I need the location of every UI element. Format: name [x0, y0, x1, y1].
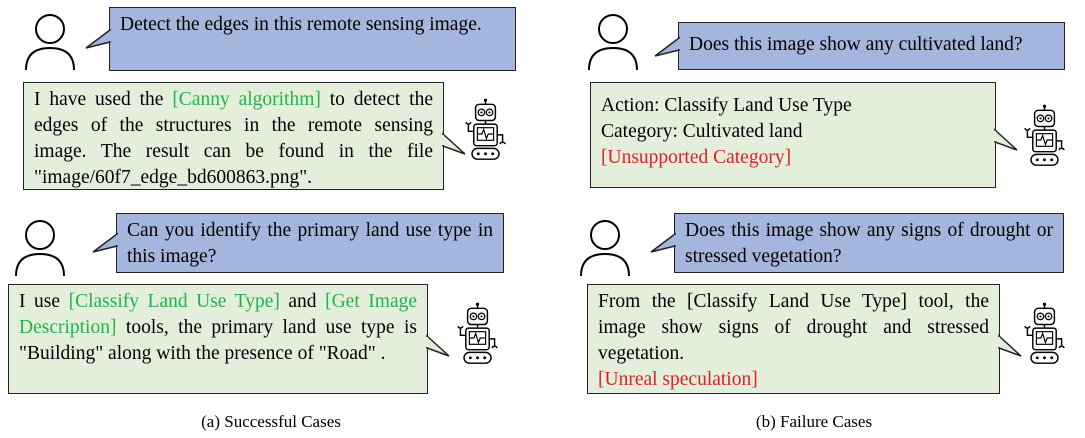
answer-segment: I use — [19, 291, 69, 312]
answer-bubble-tail — [425, 334, 450, 357]
question-bubble-tail — [650, 232, 677, 253]
person-outline-icon — [22, 12, 82, 72]
question-text: Can you identify the primary land use ty… — [127, 220, 493, 267]
answer-text: From the [Classify Land Use Type] tool, … — [598, 291, 989, 364]
robot-icon — [463, 98, 508, 170]
answer-bubble-tail — [997, 334, 1022, 357]
question-bubble: Detect the edges in this remote sensing … — [109, 7, 516, 71]
robot-icon — [455, 302, 500, 374]
question-text: Does this image show any signs of drough… — [685, 220, 1053, 267]
case-edge-detection: Detect the edges in this remote sensing … — [0, 0, 542, 190]
answer-bubble: From the [Classify Land Use Type] tool, … — [587, 284, 1000, 394]
tool-highlight: [Get Image Description] — [19, 291, 418, 338]
question-bubble-tail — [92, 232, 119, 253]
robot-icon — [1022, 104, 1067, 176]
case-cultivated-land: Does this image show any cultivated land… — [543, 0, 1085, 190]
panel-failure-cases: Does this image show any cultivated land… — [543, 0, 1085, 438]
person-outline-icon — [577, 218, 637, 278]
answer-bubble-tail — [993, 128, 1018, 151]
answer-line: Category: Cultivated land — [601, 121, 803, 142]
panel-caption: (b) Failure Cases — [755, 412, 873, 431]
case-land-use: Can you identify the primary land use ty… — [0, 208, 542, 398]
question-text: Does this image show any cultivated land… — [689, 34, 1023, 55]
question-bubble: Can you identify the primary land use ty… — [116, 213, 504, 273]
question-bubble: Does this image show any signs of drough… — [674, 213, 1064, 273]
answer-bubble: I have used the [Canny algorithm] to det… — [23, 82, 444, 190]
panel-caption: (a) Successful Cases — [201, 412, 341, 431]
error-label: [Unsupported Category] — [601, 147, 792, 168]
question-bubble: Does this image show any cultivated land… — [678, 22, 1065, 70]
case-drought: Does this image show any signs of drough… — [543, 208, 1085, 398]
question-bubble-tail — [85, 28, 112, 49]
answer-segment: I have used the — [34, 89, 173, 110]
person-outline-icon — [12, 218, 72, 278]
panel-successful-cases: Detect the edges in this remote sensing … — [0, 0, 542, 438]
answer-segment: tools, the primary land use type is "Bui… — [19, 317, 417, 364]
answer-segment: to detect the edges of the structures in… — [34, 89, 434, 188]
answer-line: Action: Classify Land Use Type — [601, 95, 852, 116]
question-text: Detect the edges in this remote sensing … — [120, 14, 482, 35]
answer-bubble: I use [Classify Land Use Type] and [Get … — [8, 284, 428, 394]
robot-icon — [1022, 302, 1067, 374]
answer-text: I use [Classify Land Use Type] and [Get … — [19, 289, 417, 367]
error-label: [Unreal speculation] — [598, 369, 758, 390]
question-bubble-tail — [654, 36, 681, 57]
answer-bubble: Action: Classify Land Use Type Category:… — [590, 82, 996, 188]
answer-segment: and — [279, 291, 326, 312]
tool-highlight: [Canny algorithm] — [172, 89, 321, 110]
person-outline-icon — [585, 12, 645, 72]
answer-bubble-tail — [441, 132, 466, 155]
tool-highlight: [Classify Land Use Type] — [68, 291, 280, 312]
answer-text: I have used the [Canny algorithm] to det… — [34, 87, 433, 191]
